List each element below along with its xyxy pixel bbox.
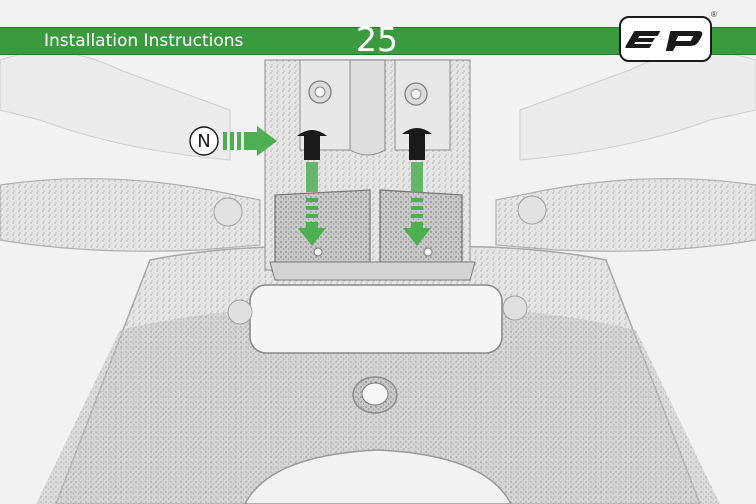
page-number: 25 (356, 22, 398, 58)
arrow-down-left-icon (298, 162, 326, 246)
arrow-right-icon (223, 126, 277, 156)
arrow-down-right-icon (403, 162, 431, 246)
registered-mark: ® (711, 10, 717, 19)
part-callout: N (187, 124, 287, 158)
ep-logo-icon (619, 16, 712, 62)
page-title: Installation Instructions (44, 30, 243, 52)
callout-label: N (197, 131, 210, 152)
bolt-left-icon (297, 130, 327, 160)
bolt-right-icon (402, 128, 432, 160)
